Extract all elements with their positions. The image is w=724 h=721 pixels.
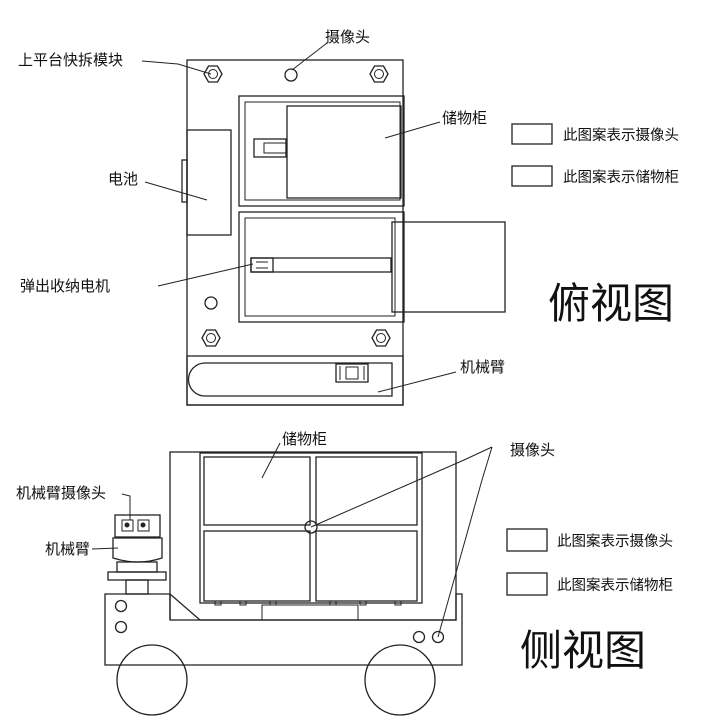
arm-compartment (186, 355, 404, 406)
legend-camera-text: 此图案表示摄像头 (563, 126, 679, 144)
hex-bolt (371, 329, 391, 347)
lower-motor (250, 257, 392, 273)
lower-drawer-hatch (244, 217, 396, 317)
side-legend: 此图案表示摄像头 此图案表示储物柜 (506, 528, 673, 596)
camera-icon (284, 68, 298, 82)
chassis-plate (261, 604, 359, 621)
chassis (104, 593, 463, 666)
front-wheel (116, 644, 188, 716)
arm-slot (187, 362, 393, 397)
legend-cabinet-text: 此图案表示储物柜 (557, 576, 673, 594)
upper-drawer-bay (238, 95, 405, 207)
label-arm-camera: 机械臂摄像头 (16, 484, 106, 502)
label-motor: 弹出收纳电机 (20, 277, 110, 295)
robot-arm (107, 514, 167, 595)
side-view-title: 侧视图 (520, 626, 646, 675)
top-view-body (186, 59, 404, 406)
side-view: 储物柜 摄像头 机械臂摄像头 机械臂 此图案表示摄像头 此图案表示储物柜 侧视图 (16, 430, 673, 716)
label-side-cabinet: 储物柜 (282, 430, 327, 448)
camera-icon (412, 630, 426, 644)
battery-block (186, 129, 232, 236)
camera-icon (431, 630, 445, 644)
legend-camera-swatch (506, 528, 548, 552)
label-cabinet: 储物柜 (442, 109, 487, 127)
cabinet-cell (203, 456, 311, 526)
side-cabin (169, 451, 457, 621)
arm-gripper (335, 363, 369, 383)
label-side-camera: 摄像头 (510, 441, 555, 459)
legend-camera-swatch (511, 123, 553, 145)
hex-bolt (201, 329, 221, 347)
cabinet-cell (315, 456, 418, 526)
hex-bolt (369, 65, 389, 83)
battery-terminal (181, 159, 188, 203)
upper-cabinet (286, 105, 402, 199)
hex-bolt (203, 65, 223, 83)
upper-motor (253, 138, 287, 158)
camera-icon (114, 599, 128, 613)
camera-icon (304, 520, 318, 534)
label-camera: 摄像头 (325, 28, 370, 46)
hex-bolts (201, 65, 391, 347)
cabinet-cell (203, 530, 311, 602)
legend-cabinet-swatch (506, 572, 548, 596)
label-arm: 机械臂 (460, 358, 505, 376)
legend-cabinet-swatch (511, 165, 553, 187)
label-battery: 电池 (108, 170, 138, 188)
rear-wheel (364, 644, 436, 716)
top-view-title: 俯视图 (548, 279, 674, 328)
camera-icon (204, 296, 218, 310)
top-legend: 此图案表示摄像头 此图案表示储物柜 (511, 123, 679, 187)
legend-camera-text: 此图案表示摄像头 (557, 532, 673, 550)
camera-icon (114, 620, 128, 634)
upper-drawer-hatch (244, 101, 401, 201)
lower-cabinet-extended (391, 221, 506, 313)
top-view: 上平台快拆模块 摄像头 储物柜 电池 弹出收纳电机 机械臂 此图案表示摄像头 此… (18, 28, 679, 406)
label-side-arm: 机械臂 (45, 540, 90, 558)
lower-drawer-bay (238, 211, 405, 323)
cabinet-frame (199, 452, 423, 604)
legend-cabinet-text: 此图案表示储物柜 (563, 168, 679, 186)
cabinet-feet (214, 600, 402, 606)
label-platform-module: 上平台快拆模块 (18, 51, 123, 69)
cabinet-cell (315, 530, 418, 602)
